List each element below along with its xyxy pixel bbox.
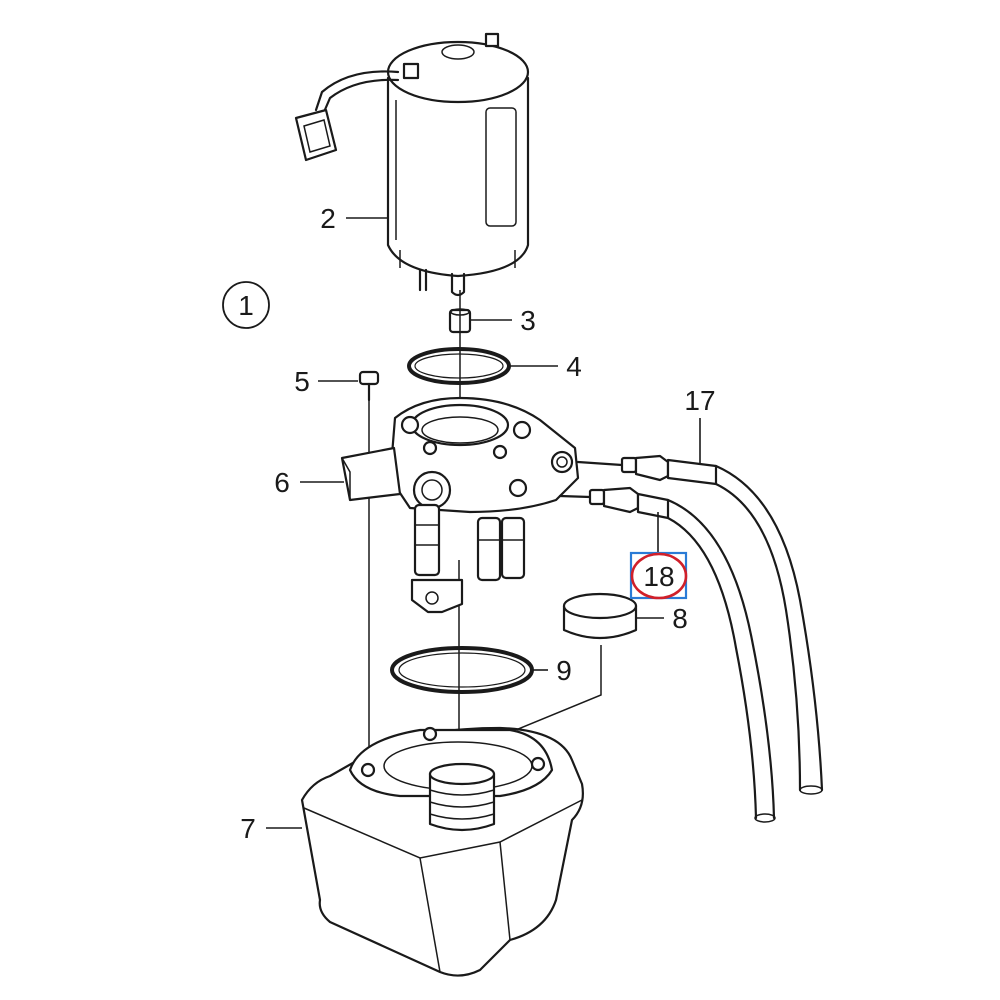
callout-4: 4 [566, 351, 582, 382]
leader-lines [266, 217, 701, 829]
o-ring-upper [407, 347, 511, 385]
callout-2: 2 [320, 203, 336, 234]
electric-motor [294, 32, 530, 297]
callout-3: 3 [520, 305, 536, 336]
callouts: 1 2 3 4 5 6 7 8 9 17 18 [222, 203, 716, 844]
callout-7: 7 [240, 813, 256, 844]
o-ring-lower [390, 646, 534, 694]
callout-8: 8 [672, 603, 688, 634]
hoses [558, 454, 824, 823]
callout-1: 1 [238, 290, 254, 321]
highlight-circle [630, 552, 688, 600]
callout-18: 18 [643, 561, 674, 592]
valve-block [340, 396, 580, 614]
callout-1-circle [222, 281, 270, 329]
callout-6: 6 [274, 467, 290, 498]
filter-cap [562, 592, 638, 640]
callout-9: 9 [556, 655, 572, 686]
callout-17: 17 [684, 385, 715, 416]
reservoir [300, 726, 584, 977]
screw [358, 370, 380, 402]
callout-5: 5 [294, 366, 310, 397]
